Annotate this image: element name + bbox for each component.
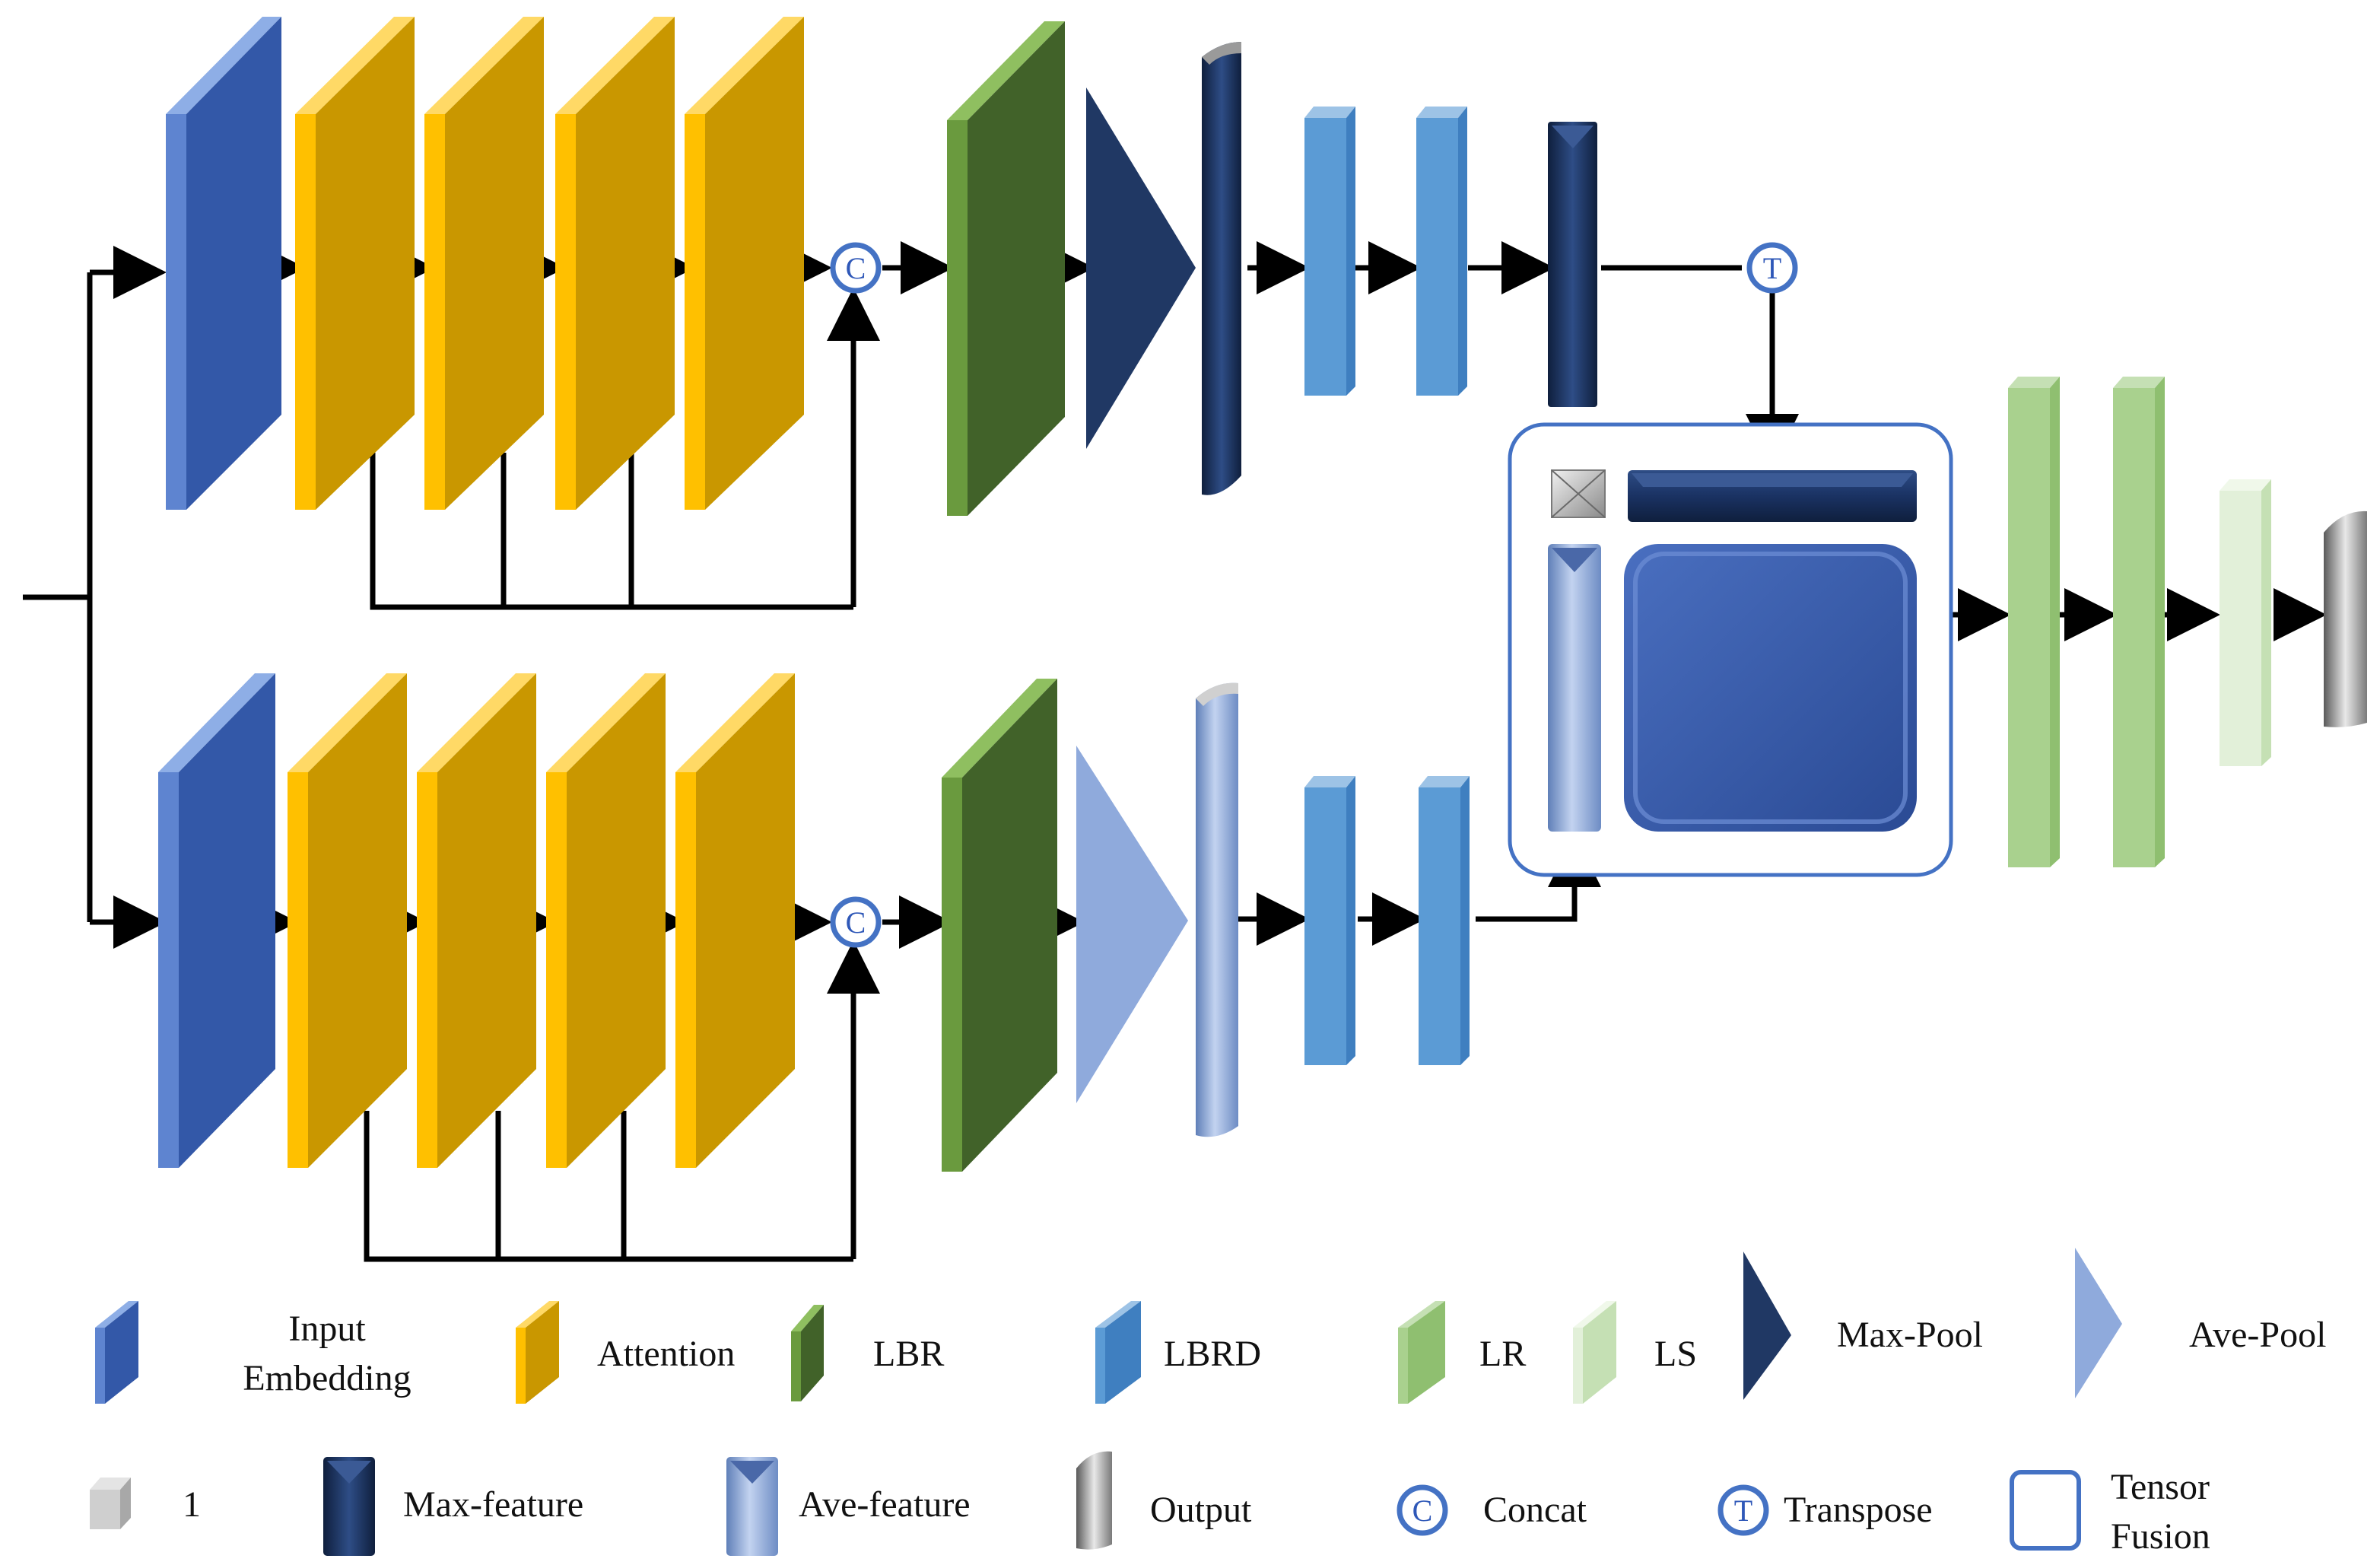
legend-item-one: 1 <box>90 1478 201 1529</box>
legend-label-lbr: LBR <box>873 1334 944 1374</box>
legend-label-max-pool: Max-Pool <box>1837 1315 1983 1355</box>
top-branch: C T <box>166 17 1798 516</box>
rounded-square-icon <box>2010 1470 2081 1551</box>
legend-item-concat: C Concat <box>1397 1484 1587 1536</box>
attention-block-bottom-3 <box>546 673 666 1168</box>
legend-item-tensor-fusion: Tensor Fusion <box>2010 1467 2210 1557</box>
concat-node-top: C <box>830 242 882 294</box>
max-feature-row <box>1628 470 1917 522</box>
lr-block-2 <box>2113 377 2165 867</box>
legend-item-max-feature: Max-feature <box>323 1457 583 1556</box>
legend-label-output: Output <box>1150 1490 1252 1530</box>
concat-circle-icon: C <box>1397 1484 1448 1536</box>
tensor-fusion-box <box>1508 422 1953 877</box>
attention-block-bottom-4 <box>675 673 795 1168</box>
fused-tensor <box>1624 544 1917 832</box>
dark-green-slab-icon <box>791 1305 824 1401</box>
max-pool-triangle-top <box>1086 87 1196 449</box>
lbr-block-bottom <box>942 679 1057 1172</box>
one-cube <box>1551 469 1606 518</box>
legend-label-concat: Concat <box>1483 1490 1587 1530</box>
lbrd-block-top-1 <box>1304 107 1355 396</box>
legend: Input Embedding Attention LBR <box>90 1248 2326 1557</box>
legend-item-lbrd: LBRD <box>1095 1301 1261 1404</box>
blue-slab-icon <box>95 1301 138 1404</box>
transpose-node: T <box>1746 242 1798 294</box>
legend-label-max-feature: Max-feature <box>403 1484 583 1525</box>
svg-text:T: T <box>1763 251 1781 285</box>
bottom-branch: C <box>158 673 1470 1172</box>
legend-item-lr: LR <box>1398 1301 1526 1404</box>
legend-item-ls: LS <box>1573 1301 1697 1404</box>
ave-feature-column <box>1548 544 1601 832</box>
lbrd-block-bottom-2 <box>1419 776 1470 1065</box>
light-triangle-icon <box>2075 1248 2122 1398</box>
legend-item-input-embedding: Input Embedding <box>95 1301 411 1404</box>
legend-item-attention: Attention <box>516 1301 735 1404</box>
attention-block-top-2 <box>424 17 544 510</box>
legend-item-transpose: T Transpose <box>1717 1484 1933 1536</box>
svg-text:C: C <box>846 251 866 285</box>
legend-item-ave-feature: Ave-feature <box>726 1457 971 1556</box>
ave-feature-bar-bottom <box>1196 682 1238 1137</box>
lbrd-block-bottom-1 <box>1304 776 1355 1065</box>
svg-text:T: T <box>1734 1493 1752 1528</box>
ave-pool-triangle-bottom <box>1076 746 1188 1103</box>
green-slab-icon <box>1398 1301 1445 1404</box>
legend-item-output: Output <box>1076 1451 1252 1550</box>
input-embedding-block-bottom <box>158 673 275 1168</box>
legend-label-embedding: Embedding <box>243 1358 411 1398</box>
attention-block-top-4 <box>685 17 804 510</box>
legend-label-ave-pool: Ave-Pool <box>2189 1315 2326 1355</box>
gold-slab-icon <box>516 1301 559 1404</box>
legend-label-input: Input <box>288 1309 366 1349</box>
max-feature-bar-top <box>1202 42 1241 495</box>
attention-block-bottom-1 <box>288 673 407 1168</box>
legend-label-lbrd: LBRD <box>1164 1334 1261 1374</box>
input-embedding-block-top <box>166 17 281 510</box>
max-feature-bar-top-2 <box>1548 122 1597 407</box>
legend-item-lbr: LBR <box>791 1305 944 1401</box>
dark-triangle-icon <box>1743 1252 1791 1400</box>
legend-label-tensor: Tensor <box>2111 1467 2210 1507</box>
ls-block <box>2220 479 2271 766</box>
lbr-block-top <box>947 21 1065 516</box>
light-bevel-bar-icon <box>726 1457 778 1556</box>
legend-item-max-pool: Max-Pool <box>1743 1252 1983 1400</box>
legend-label-ls: LS <box>1654 1334 1697 1374</box>
svg-text:C: C <box>846 905 866 940</box>
gray-cube-icon <box>90 1478 131 1529</box>
legend-label-attention: Attention <box>597 1334 735 1374</box>
head <box>2008 377 2367 867</box>
legend-label-lr: LR <box>1479 1334 1526 1374</box>
legend-label-fusion: Fusion <box>2111 1516 2210 1557</box>
svg-text:C: C <box>1412 1493 1433 1528</box>
concat-node-bottom: C <box>830 896 882 948</box>
gray-cylinder-icon <box>1076 1451 1112 1550</box>
light-blue-slab-icon <box>1095 1301 1141 1404</box>
lr-block-1 <box>2008 377 2060 867</box>
lbrd-block-top-2 <box>1416 107 1467 396</box>
dark-bevel-bar-icon <box>323 1457 375 1556</box>
attention-block-top-1 <box>295 17 415 510</box>
legend-label-transpose: Transpose <box>1784 1490 1933 1530</box>
legend-label-ave-feature: Ave-feature <box>799 1484 971 1525</box>
pale-green-slab-icon <box>1573 1301 1616 1404</box>
output-cylinder <box>2324 511 2367 727</box>
attention-block-top-3 <box>555 17 675 510</box>
attention-block-bottom-2 <box>417 673 536 1168</box>
legend-item-ave-pool: Ave-Pool <box>2075 1248 2326 1398</box>
legend-label-one: 1 <box>183 1484 201 1525</box>
transpose-circle-icon: T <box>1717 1484 1769 1536</box>
